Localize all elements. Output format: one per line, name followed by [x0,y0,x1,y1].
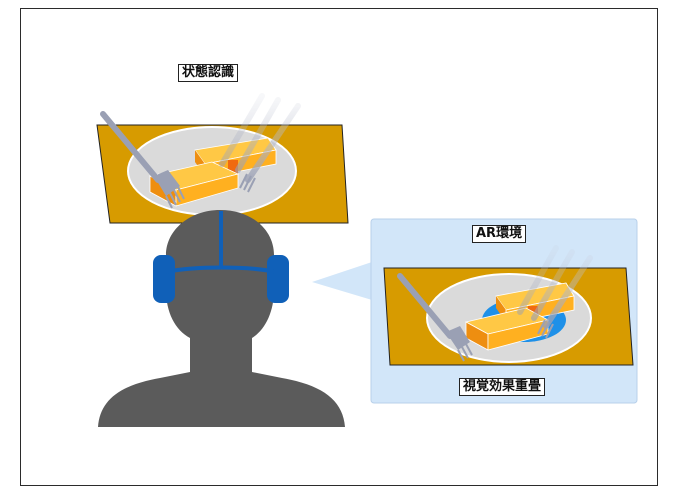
visual-effect-overlay-label: 視覚効果重畳 [459,378,546,396]
fork-motion-trail [219,93,301,193]
head-mounted-display [153,211,289,303]
real-scene [96,93,349,224]
ar-fork-motion-trail [517,245,593,339]
fork-icon [100,111,185,209]
ar-environment-label: AR環境 [472,225,527,243]
ar-scene [383,245,634,366]
user-head-silhouette [98,210,345,427]
ar-fork-icon [397,273,473,362]
state-recognition-label: 状態認識 [178,64,239,82]
